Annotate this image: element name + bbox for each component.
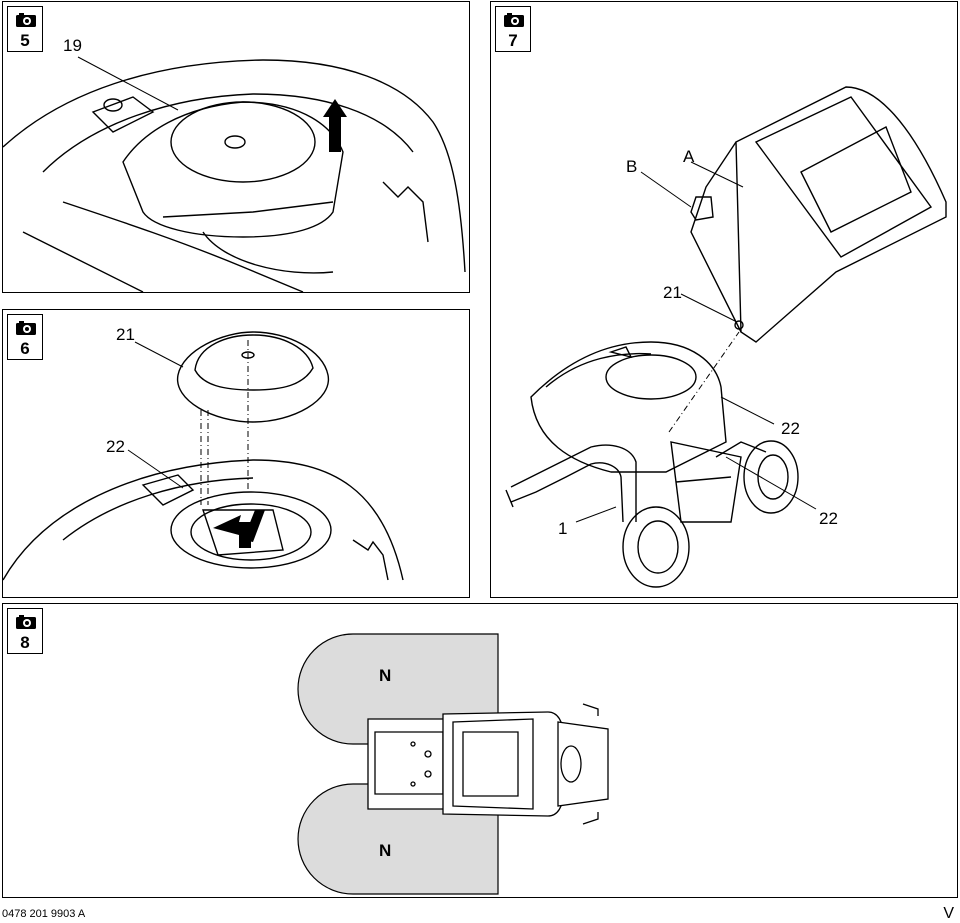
callout-label: 19 [63, 36, 82, 55]
figure-panel-8: 8 N N [2, 603, 958, 898]
callout-label: B [626, 157, 638, 176]
callout-label: 21 [116, 325, 135, 344]
figure-8-drawing [297, 633, 609, 895]
arrow-icon [213, 510, 265, 548]
zone-label: N [379, 841, 392, 860]
figure-5-drawing [3, 56, 466, 292]
callout-label: 22 [819, 509, 838, 528]
callout-label: 22 [106, 437, 125, 456]
callout-label: A [683, 147, 695, 166]
figure-panel-7: 7 A B 21 22 22 1 [490, 1, 958, 598]
camera-icon [16, 615, 36, 629]
figure-number: 5 [20, 31, 30, 50]
figure-number: 8 [20, 633, 30, 652]
figure-panel-6: 6 21 22 [2, 309, 470, 598]
callout-label: 22 [781, 419, 800, 438]
figure-number: 7 [508, 31, 518, 50]
figure-panel-5: 5 19 [2, 1, 470, 293]
document-code: 0478 201 9903 A [2, 908, 86, 920]
figure-badge-5: 5 [7, 6, 43, 52]
camera-icon [16, 13, 36, 27]
figure-6-drawing [3, 331, 404, 581]
camera-icon [16, 321, 36, 335]
callout-label: 1 [558, 519, 568, 538]
figure-badge-8: 8 [7, 608, 43, 654]
page-mark: V [943, 905, 954, 922]
figure-number: 6 [20, 339, 30, 358]
figure-7-drawing [505, 86, 947, 588]
zone-label: N [379, 666, 392, 685]
arrow-icon [323, 99, 347, 152]
camera-icon [504, 13, 524, 27]
figure-badge-6: 6 [7, 314, 43, 360]
callout-label: 21 [663, 283, 682, 302]
figure-badge-7: 7 [495, 6, 531, 52]
